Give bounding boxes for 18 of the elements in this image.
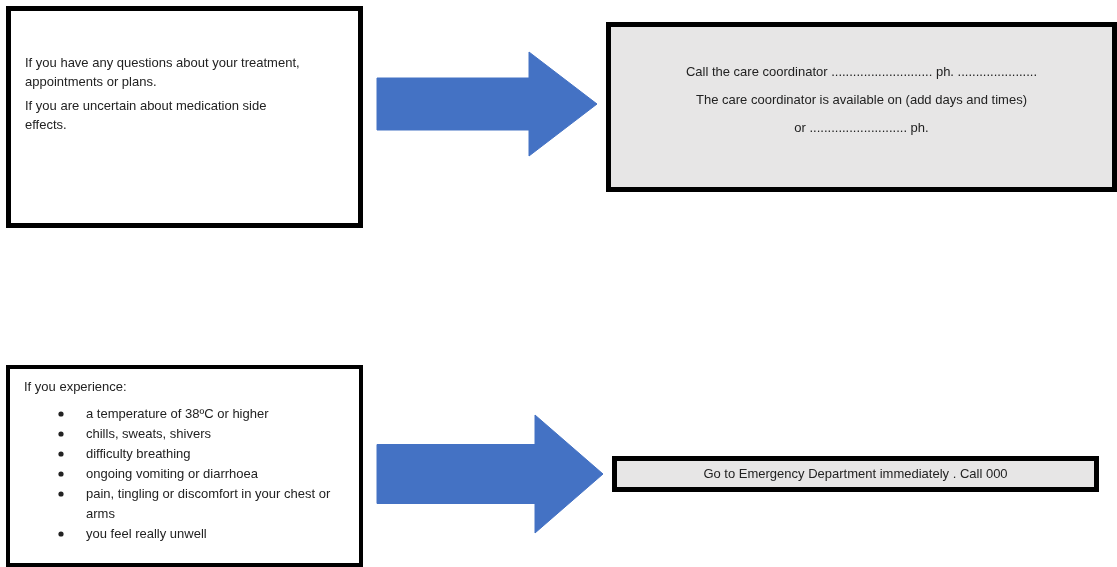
bullet-item: a temperature of 38ºC or higher <box>86 405 269 423</box>
box-text: If you are uncertain about medication side effects. <box>25 97 268 134</box>
box-text: The care coordinator is available on (add days and times) <box>696 91 1027 109</box>
box-heading: If you experience: <box>24 378 128 396</box>
bullet-item: ongoing vomiting or diarrhoea <box>86 465 258 483</box>
bullet-item: difficulty breathing <box>86 445 191 463</box>
bullet-item: chills, sweats, shivers <box>86 425 211 443</box>
block-arrow <box>376 414 604 534</box>
text-box <box>6 365 363 567</box>
block-arrow <box>376 51 598 157</box>
info-box <box>606 22 1117 192</box>
action-box <box>612 456 1099 492</box>
bullet-item: you feel really unwell <box>86 525 207 543</box>
box-text: or ........................... ph. <box>794 119 929 137</box>
text-box <box>6 6 363 228</box>
box-text: Call the care coordinator ............................ ph. ...................... <box>685 63 1038 81</box>
box-text: If you have any questions about your treatment, appointments or plans. <box>25 54 300 91</box>
box-text: Go to Emergency Department immediately . Call 000 <box>703 465 1008 484</box>
